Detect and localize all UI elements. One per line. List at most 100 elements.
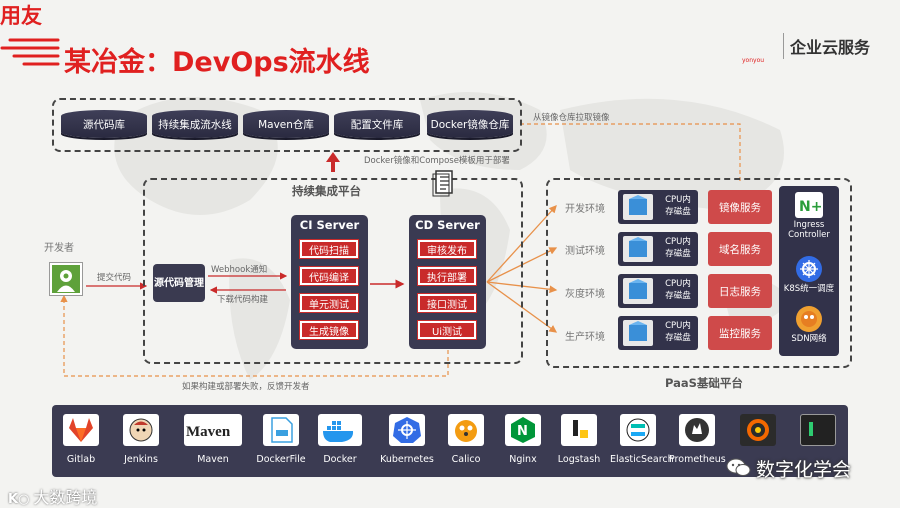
svg-text:Maven: Maven (186, 424, 231, 440)
page-title: 某冶金：DevOps流水线 (64, 47, 370, 78)
cpu-card: CPU内存磁盘 (618, 274, 698, 308)
brand-separator (783, 33, 784, 59)
cd-stage-api-test[interactable]: 接口测试 (417, 293, 477, 313)
prometheus-icon (679, 414, 715, 446)
calico-icon (796, 306, 822, 332)
wechat-icon (726, 458, 751, 476)
webhook-label: Webhook通知 (211, 265, 268, 275)
terminal-icon (800, 414, 836, 446)
ci-server-title: CI Server (299, 218, 360, 232)
paas-group (546, 178, 852, 368)
cd-stage-ui-test[interactable]: Ui测试 (417, 320, 477, 340)
service-log[interactable]: 日志服务 (708, 274, 772, 308)
service-domain[interactable]: 域名服务 (708, 232, 772, 266)
deploy-note: Docker镜像和Compose模板用于部署 (364, 156, 510, 166)
repo-maven[interactable]: Maven仓库 (243, 110, 329, 138)
svg-text:N+: N+ (799, 199, 822, 215)
tool-nginx[interactable]: N Nginx (495, 414, 551, 465)
env-gray[interactable]: 灰度环境 (565, 289, 605, 300)
tool-dockerfile[interactable]: DockerFile (253, 414, 309, 465)
ci-server: CI Server 代码扫描 代码编译 单元测试 生成镜像 (291, 215, 368, 349)
grafana-icon (740, 414, 776, 446)
tool-name: DockerFile (256, 454, 306, 465)
tool-maven[interactable]: Maven Maven (184, 414, 242, 465)
cpu-line-2: 存磁盘 (665, 207, 691, 217)
stack-k8s-line-1: K8S统一调度 (783, 284, 835, 294)
bottom-watermark-text: 大数跨境 (33, 488, 98, 507)
stack-k8s[interactable]: K8S统一调度 (779, 256, 839, 294)
elasticsearch-icon (620, 414, 656, 446)
cpu-line-1: CPU内 (665, 279, 691, 289)
repository-group (52, 98, 522, 152)
dockerfile-icon (263, 414, 299, 446)
repo-docker-image[interactable]: Docker镜像仓库 (427, 110, 513, 138)
repo-config[interactable]: 配置文件库 (334, 110, 420, 138)
pull-image-note: 从镜像仓库拉取镜像 (533, 113, 610, 123)
feedback-note: 如果构建或部署失败，反馈开发者 (182, 382, 310, 392)
stack-sdn[interactable]: SDN网络 (779, 306, 839, 344)
ci-platform-title: 持续集成平台 (292, 184, 361, 198)
cpu-line-2: 存磁盘 (665, 249, 691, 259)
cd-server-title: CD Server (415, 218, 480, 232)
brand: 用友 (0, 0, 900, 30)
service-monitor[interactable]: 监控服务 (708, 316, 772, 350)
nginx-icon: N (505, 414, 541, 446)
kubernetes-icon (389, 414, 425, 446)
tool-jenkins[interactable]: Jenkins (113, 414, 169, 465)
nginx-icon: N+ (795, 192, 823, 218)
logstash-icon (561, 414, 597, 446)
tool-name: Docker (323, 454, 357, 465)
developer-icon (50, 263, 82, 295)
tool-logstash[interactable]: Logstash (551, 414, 607, 465)
server-cube-icon (623, 320, 653, 346)
submit-code-label: 提交代码 (97, 273, 132, 283)
ci-stage-scan[interactable]: 代码扫描 (299, 239, 359, 259)
svg-text:N: N (517, 424, 528, 439)
jenkins-icon (123, 414, 159, 446)
tool-name: Logstash (557, 454, 601, 465)
tool-docker[interactable]: Docker (312, 414, 368, 465)
tool-name: Calico (451, 454, 481, 465)
env-test[interactable]: 测试环境 (565, 246, 605, 257)
stack-sdn-line-1: SDN网络 (791, 334, 827, 344)
cd-server: CD Server 审核发布 执行部署 接口测试 Ui测试 (409, 215, 486, 349)
stack-ingress-line-2: Controller (788, 230, 830, 240)
cpu-line-1: CPU内 (665, 195, 691, 205)
cpu-line-2: 存磁盘 (665, 333, 691, 343)
tool-calico[interactable]: Calico (438, 414, 494, 465)
tool-grafana[interactable] (730, 414, 786, 446)
tool-elasticsearch[interactable]: ElasticSearch (610, 414, 674, 465)
tool-name: Maven (197, 454, 229, 465)
cpu-line-1: CPU内 (665, 321, 691, 331)
server-cube-icon (623, 236, 653, 262)
env-prod[interactable]: 生产环境 (565, 332, 605, 343)
speed-lines-decoration (0, 38, 60, 66)
stack-ingress[interactable]: N+ Ingress Controller (779, 192, 839, 240)
docker-icon (318, 414, 362, 446)
tool-gitlab[interactable]: Gitlab (53, 414, 109, 465)
tool-name: Nginx (509, 454, 537, 465)
tool-kubernetes[interactable]: Kubernetes (379, 414, 435, 465)
repo-source-code[interactable]: 源代码库 (61, 110, 147, 138)
env-dev[interactable]: 开发环境 (565, 204, 605, 215)
brand-logo: 用友 (0, 4, 42, 28)
tool-name: Prometheus (669, 454, 726, 465)
tool-name: ElasticSearch (610, 454, 674, 465)
cpu-line-2: 存磁盘 (665, 291, 691, 301)
ci-stage-compile[interactable]: 代码编译 (299, 266, 359, 286)
service-image[interactable]: 镜像服务 (708, 190, 772, 224)
cd-stage-review[interactable]: 审核发布 (417, 239, 477, 259)
repo-ci-pipeline[interactable]: 持续集成流水线 (152, 110, 238, 138)
tool-prometheus[interactable]: Prometheus (669, 414, 726, 465)
tool-terminal[interactable] (790, 414, 846, 446)
developer-label: 开发者 (44, 243, 74, 254)
source-management-box[interactable]: 源代码管理 (153, 264, 205, 302)
ci-stage-unit-test[interactable]: 单元测试 (299, 293, 359, 313)
cd-stage-deploy[interactable]: 执行部署 (417, 266, 477, 286)
download-build-label: 下载代码构建 (217, 295, 269, 305)
ci-platform-group (143, 178, 523, 364)
cpu-card: CPU内存磁盘 (618, 232, 698, 266)
stack-ingress-line-1: Ingress (793, 220, 825, 230)
ci-stage-build-image[interactable]: 生成镜像 (299, 320, 359, 340)
maven-icon: Maven (184, 414, 242, 446)
